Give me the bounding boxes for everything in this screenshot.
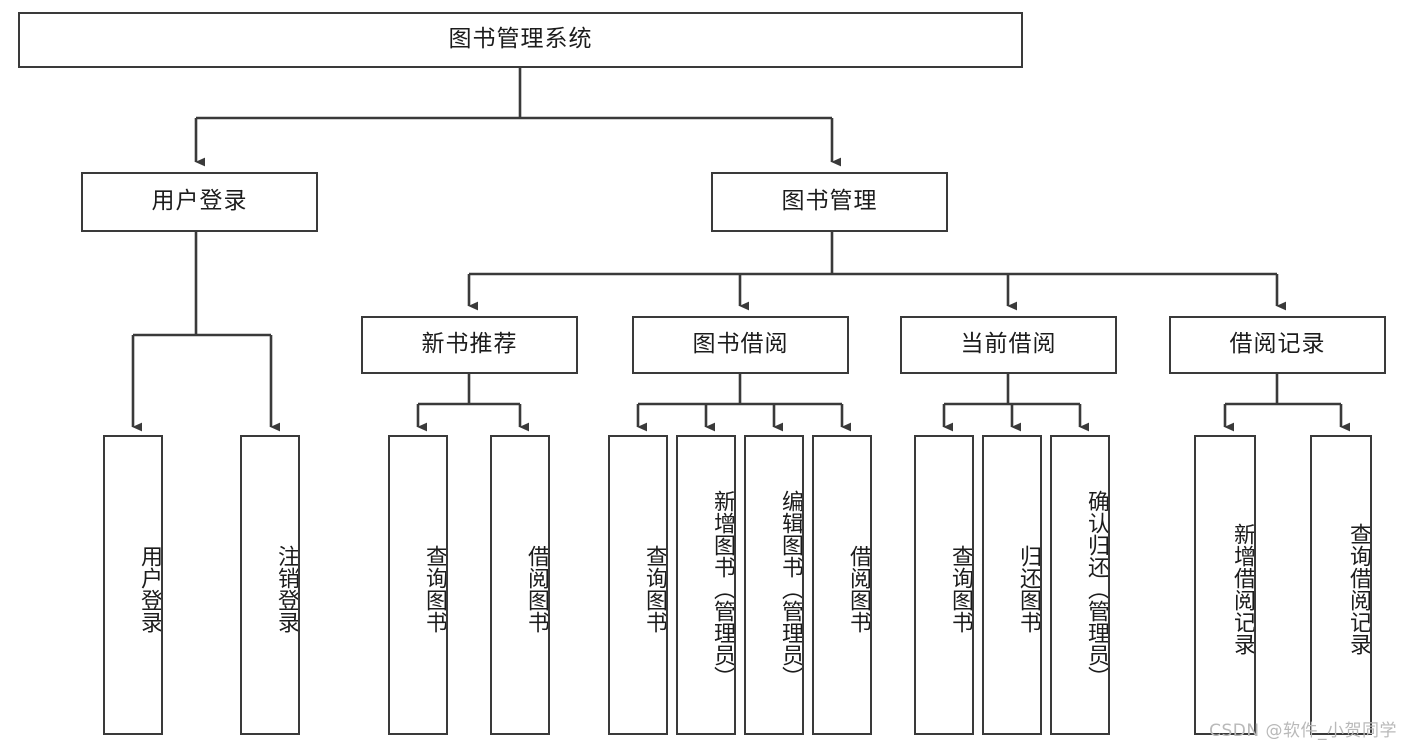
leaf-borrow-book-new-rec[interactable]: 借阅图书 (490, 435, 550, 735)
node-book-borrow[interactable]: 图书借阅 (632, 316, 849, 374)
node-new-book-recommend[interactable]: 新书推荐 (361, 316, 578, 374)
leaf-edit-book-admin[interactable]: 编辑图书（管理员） (744, 435, 804, 735)
leaf-query-borrow-record[interactable]: 查询借阅记录 (1310, 435, 1372, 735)
leaf-borrow-book-borrow[interactable]: 借阅图书 (812, 435, 872, 735)
leaf-label: 新增借阅记录 (1230, 523, 1255, 655)
leaf-query-book-current[interactable]: 查询图书 (914, 435, 974, 735)
leaf-query-book-new-rec[interactable]: 查询图书 (388, 435, 448, 735)
node-borrow-record[interactable]: 借阅记录 (1169, 316, 1386, 374)
leaf-label: 查询图书 (642, 545, 667, 633)
leaf-confirm-return-admin[interactable]: 确认归还（管理员） (1050, 435, 1110, 735)
leaf-add-borrow-record[interactable]: 新增借阅记录 (1194, 435, 1256, 735)
leaf-label: 归还图书 (1016, 545, 1041, 633)
leaf-query-book-borrow[interactable]: 查询图书 (608, 435, 668, 735)
leaf-label: 新增图书（管理员） (710, 490, 735, 688)
leaf-label: 用户登录 (137, 545, 162, 633)
leaf-label: 查询借阅记录 (1346, 523, 1371, 655)
leaf-user-login[interactable]: 用户登录 (103, 435, 163, 735)
node-current-borrow[interactable]: 当前借阅 (900, 316, 1117, 374)
leaf-label: 借阅图书 (524, 545, 549, 633)
leaf-label: 借阅图书 (846, 545, 871, 633)
leaf-logout[interactable]: 注销登录 (240, 435, 300, 735)
leaf-add-book-admin[interactable]: 新增图书（管理员） (676, 435, 736, 735)
node-root-system[interactable]: 图书管理系统 (18, 12, 1023, 68)
leaf-label: 查询图书 (422, 545, 447, 633)
node-user-login[interactable]: 用户登录 (81, 172, 318, 232)
node-book-manage[interactable]: 图书管理 (711, 172, 948, 232)
leaf-return-book[interactable]: 归还图书 (982, 435, 1042, 735)
leaf-label: 编辑图书（管理员） (778, 490, 803, 688)
leaf-label: 查询图书 (948, 545, 973, 633)
leaf-label: 确认归还（管理员） (1084, 490, 1109, 688)
leaf-label: 注销登录 (274, 545, 299, 633)
